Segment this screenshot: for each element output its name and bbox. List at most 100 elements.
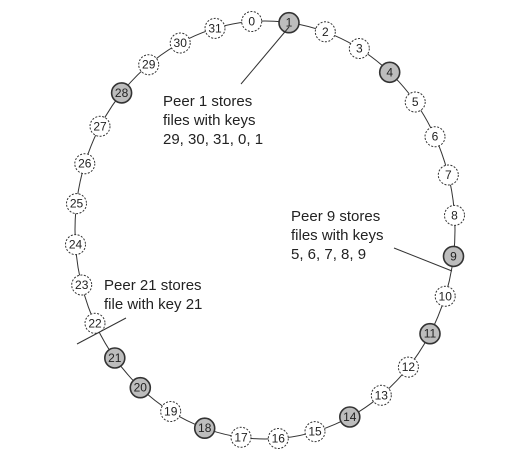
key-node-circle-19: [160, 401, 182, 422]
key-node-circle-3: [348, 38, 370, 59]
node-label-12: 12: [402, 360, 416, 374]
key-node-19: 19: [160, 401, 182, 422]
key-node-16: 16: [267, 428, 289, 449]
key-node-circle-8: [444, 204, 465, 226]
key-node-30: 30: [169, 32, 191, 54]
node-label-1: 1: [286, 16, 293, 30]
node-label-28: 28: [115, 86, 129, 100]
peer-node-14: 14: [338, 406, 361, 428]
node-label-20: 20: [134, 381, 148, 395]
key-node-2: 2: [314, 21, 336, 43]
peer-node-21: 21: [104, 347, 126, 369]
node-label-3: 3: [356, 42, 363, 56]
node-label-10: 10: [439, 289, 453, 303]
peer1-leader-line: [240, 26, 290, 85]
peer9-leader-line: [393, 247, 453, 272]
peer9-annotation-line-3: 5, 6, 7, 8, 9: [291, 246, 366, 263]
key-node-17: 17: [230, 426, 252, 448]
peer-node-circle-9: [442, 245, 465, 268]
peer9-annotation-line-2: files with keys: [291, 227, 384, 244]
peer9-annotation-line-1: Peer 9 stores: [291, 208, 380, 225]
peer1-annotation-line-2: files with keys: [163, 112, 256, 129]
key-node-circle-24: [65, 234, 86, 256]
node-label-30: 30: [174, 36, 188, 50]
node-label-24: 24: [69, 238, 83, 252]
node-label-2: 2: [322, 25, 329, 39]
key-node-circle-27: [89, 115, 111, 137]
key-node-circle-29: [138, 54, 160, 76]
peer-node-28: 28: [110, 82, 133, 104]
peer-node-18: 18: [193, 417, 216, 440]
node-label-17: 17: [234, 430, 248, 444]
peer21-annotation: Peer 21 stores file with key 21: [104, 277, 206, 313]
key-node-circle-13: [370, 384, 392, 406]
peer1-annotation: Peer 1 stores files with keys 29, 30, 31…: [163, 93, 263, 148]
node-label-26: 26: [78, 157, 92, 171]
key-node-31: 31: [204, 17, 226, 39]
key-node-circle-25: [66, 193, 87, 215]
key-node-23: 23: [71, 274, 93, 296]
key-node-circle-31: [204, 17, 226, 39]
peer-node-circle-11: [419, 322, 441, 345]
node-label-16: 16: [272, 432, 286, 446]
peer-node-circle-18: [193, 417, 216, 440]
key-node-circle-5: [404, 91, 426, 113]
key-node-6: 6: [424, 126, 446, 148]
key-node-0: 0: [241, 11, 263, 32]
key-node-circle-26: [74, 153, 96, 175]
peer-node-9: 9: [442, 245, 465, 268]
node-label-31: 31: [208, 21, 222, 35]
node-label-27: 27: [93, 119, 107, 133]
key-node-25: 25: [66, 193, 87, 215]
peer9-annotation: Peer 9 stores files with keys 5, 6, 7, 8…: [291, 208, 388, 263]
peer-node-circle-14: [338, 406, 361, 428]
peer-node-11: 11: [419, 322, 441, 345]
node-label-19: 19: [164, 405, 178, 419]
peer-node-1: 1: [278, 11, 300, 34]
node-label-4: 4: [386, 65, 393, 79]
key-node-22: 22: [84, 312, 106, 334]
node-label-11: 11: [424, 327, 437, 341]
node-label-22: 22: [88, 316, 102, 330]
node-label-23: 23: [75, 278, 89, 292]
node-label-0: 0: [248, 15, 255, 29]
key-node-circle-16: [267, 428, 289, 449]
peer-node-circle-20: [129, 376, 152, 399]
node-label-29: 29: [142, 58, 156, 72]
peer-node-20: 20: [129, 376, 152, 399]
node-label-9: 9: [450, 249, 457, 263]
key-node-circle-0: [241, 11, 263, 32]
node-label-14: 14: [343, 410, 357, 424]
key-node-circle-12: [397, 356, 419, 378]
peer-node-4: 4: [378, 61, 401, 84]
key-node-12: 12: [397, 356, 419, 378]
key-node-circle-2: [314, 21, 336, 43]
node-label-13: 13: [375, 388, 389, 402]
node-label-5: 5: [412, 95, 419, 109]
key-node-26: 26: [74, 153, 96, 175]
peer21-annotation-line-1: Peer 21 stores: [104, 277, 202, 294]
key-node-circle-22: [84, 312, 106, 334]
node-label-18: 18: [198, 421, 212, 435]
key-node-7: 7: [437, 164, 459, 186]
peer-node-circle-21: [104, 347, 126, 369]
key-node-10: 10: [434, 285, 456, 307]
key-node-circle-15: [304, 421, 326, 443]
key-node-circle-23: [71, 274, 93, 296]
key-node-8: 8: [444, 204, 465, 226]
node-label-25: 25: [70, 197, 84, 211]
peer1-annotation-line-3: 29, 30, 31, 0, 1: [163, 131, 263, 148]
peer-node-circle-1: [278, 11, 300, 34]
key-node-5: 5: [404, 91, 426, 113]
key-node-circle-10: [434, 285, 456, 307]
key-node-circle-30: [169, 32, 191, 54]
node-label-21: 21: [108, 351, 122, 365]
key-node-24: 24: [65, 234, 86, 256]
key-node-15: 15: [304, 421, 326, 443]
peer-node-circle-28: [110, 82, 133, 104]
key-node-13: 13: [370, 384, 392, 406]
peer1-annotation-line-1: Peer 1 stores: [163, 93, 252, 110]
node-label-7: 7: [445, 168, 452, 182]
